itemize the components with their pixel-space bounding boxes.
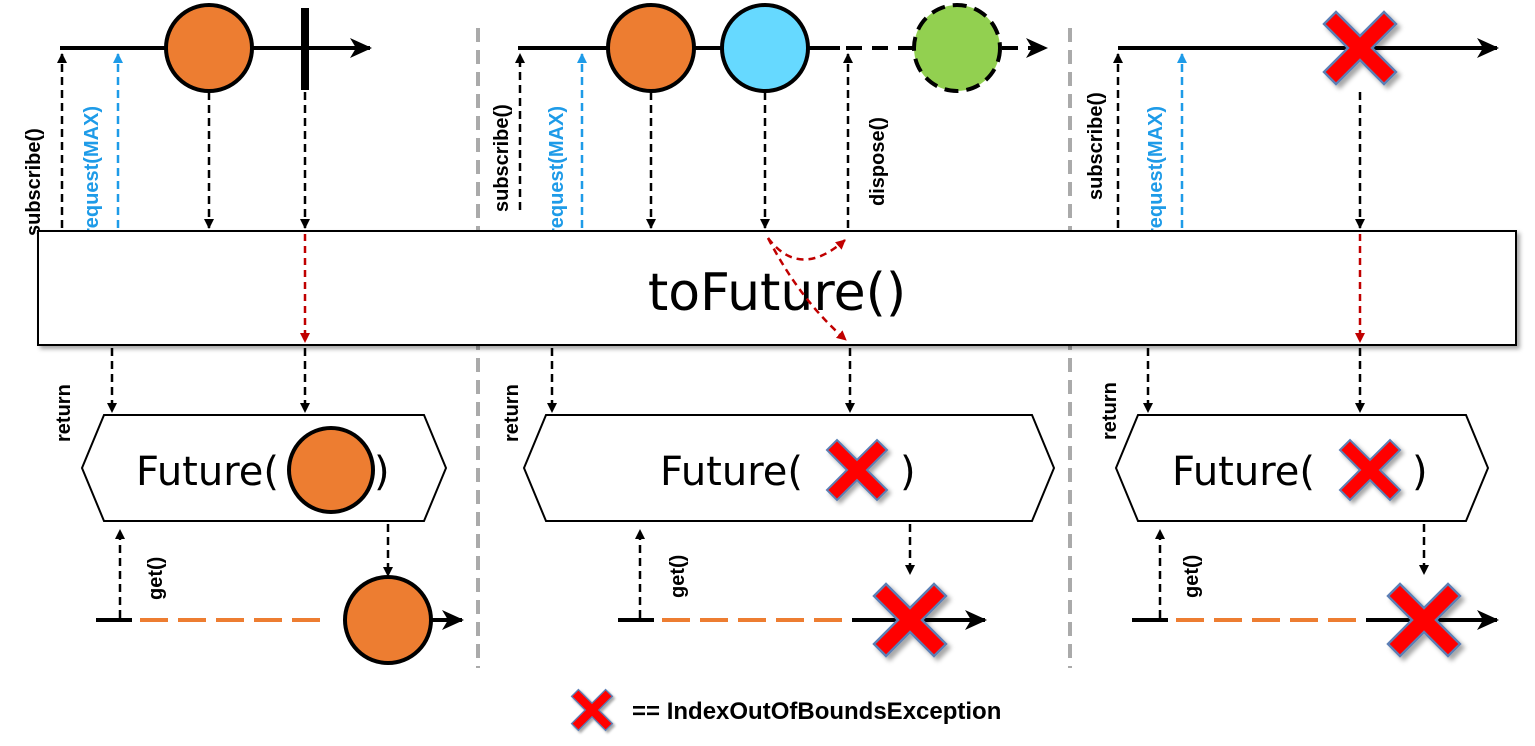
legend: == IndexOutOfBoundsException: [570, 688, 1001, 732]
future-close-text: ): [1412, 449, 1428, 495]
legend-error-x-icon: [570, 688, 614, 732]
request-label: request(MAX): [81, 106, 103, 236]
future-open-text: Future(: [660, 449, 803, 495]
subscribe-label: subscribe(): [23, 128, 45, 236]
legend-text: == IndexOutOfBoundsException: [632, 698, 1001, 725]
return-label: return: [501, 384, 523, 442]
operator-label: toFuture(): [648, 263, 906, 323]
orange-element: [164, 3, 254, 93]
request-label: request(MAX): [1145, 106, 1167, 236]
get-label: get(): [1181, 555, 1203, 598]
future-orange-value: [287, 426, 375, 514]
green-element-dropped: [912, 3, 1002, 93]
request-label: request(MAX): [546, 106, 568, 236]
orange-element: [606, 3, 696, 93]
dispose-label: dispose(): [867, 117, 889, 206]
get-result-orange: [343, 575, 433, 665]
future-open-text: Future(: [1172, 449, 1315, 495]
get-label: get(): [145, 557, 167, 600]
future-close-text: ): [374, 449, 390, 495]
future-open-text: Future(: [136, 449, 279, 495]
operator-box: [37, 230, 1517, 346]
future-container: [522, 414, 1056, 522]
panel-error-signal: subscribe() request(MAX) return Future( …: [1085, 10, 1499, 658]
get-label: get(): [667, 555, 689, 598]
cyan-element: [720, 3, 810, 93]
return-label: return: [53, 384, 75, 442]
subscribe-label: subscribe(): [1085, 92, 1107, 200]
panel-multiple-values: subscribe() request(MAX) dispose() retur…: [491, 3, 1056, 658]
return-label: return: [1099, 382, 1121, 440]
future-close-text: ): [900, 449, 916, 495]
subscribe-label: subscribe(): [491, 104, 513, 212]
